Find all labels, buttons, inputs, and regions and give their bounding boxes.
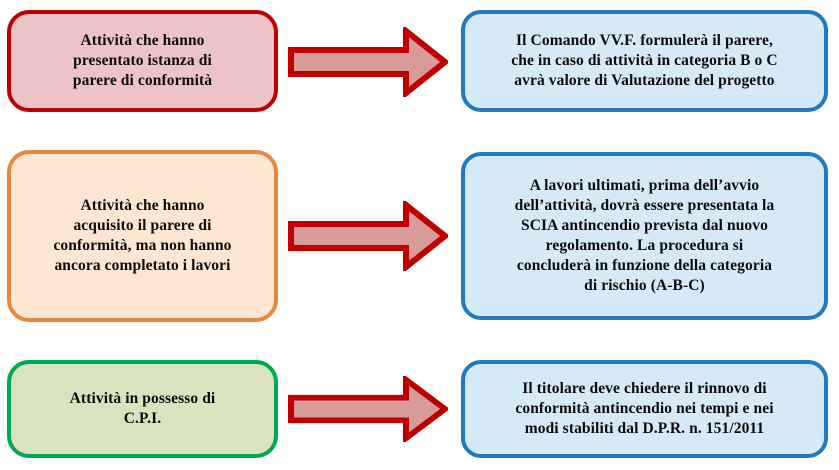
text-line: parere di conformità bbox=[72, 72, 213, 90]
target-box-parere-comando-vvf: Il Comando VV.F. formulerà il parere, ch… bbox=[461, 10, 828, 112]
text-line: acquisito il parere di bbox=[73, 216, 212, 234]
right-arrow-shape bbox=[288, 201, 448, 271]
text-line: regolamento. La procedura si bbox=[545, 237, 744, 254]
text-line: avrà valore di Valutazione del progetto bbox=[514, 72, 775, 90]
target-box-scia-antincendio: A lavori ultimati, prima dell’avvio dell… bbox=[461, 152, 828, 320]
target-box-rinnovo-conformita: Il titolare deve chiedere il rinnovo di … bbox=[461, 360, 828, 458]
text-line: modi stabiliti dal D.P.R. n. 151/2011 bbox=[524, 420, 765, 438]
flow-row-3: Attività in possesso di C.P.I. Il titola… bbox=[0, 360, 839, 458]
text-line: SCIA antincendio prevista dal nuovo bbox=[521, 216, 768, 234]
source-box-istanza-parere-conformita: Attività che hanno presentato istanza di… bbox=[7, 10, 278, 112]
text-line: concluderà in funzione della categoria bbox=[516, 257, 773, 275]
text-line: dell’attività, dovrà essere presentata l… bbox=[514, 196, 775, 214]
text-line: conformità, ma non hanno bbox=[53, 237, 232, 254]
right-arrow-icon-row-2 bbox=[288, 201, 448, 271]
text-line: che in caso di attività in categoria B o… bbox=[511, 51, 778, 69]
flow-row-2: Attività che hanno acquisito il parere d… bbox=[0, 150, 839, 322]
target-box-text: Il Comando VV.F. formulerà il parere, ch… bbox=[511, 31, 777, 91]
target-box-text: A lavori ultimati, prima dell’avvio dell… bbox=[515, 176, 775, 297]
source-box-possesso-cpi: Attività in possesso di C.P.I. bbox=[7, 360, 278, 458]
text-line: Attività in possesso di bbox=[69, 389, 216, 407]
target-box-text: Il titolare deve chiedere il rinnovo di … bbox=[515, 379, 773, 439]
right-arrow-icon-row-1 bbox=[288, 27, 448, 97]
text-line: A lavori ultimati, prima dell’avvio bbox=[529, 176, 760, 194]
right-arrow-shape bbox=[288, 27, 448, 97]
source-box-text: Attività in possesso di C.P.I. bbox=[70, 389, 216, 429]
text-line: Il titolare deve chiedere il rinnovo di bbox=[522, 379, 767, 397]
text-line: ancora completato i lavori bbox=[54, 257, 231, 275]
flow-row-1: Attività che hanno presentato istanza di… bbox=[0, 10, 839, 112]
source-box-text: Attività che hanno acquisito il parere d… bbox=[53, 196, 231, 277]
right-arrow-icon-row-3 bbox=[288, 376, 448, 442]
text-line: di rischio (A-B-C) bbox=[584, 277, 705, 295]
text-line: Il Comando VV.F. formulerà il parere, bbox=[516, 31, 773, 49]
right-arrow-shape bbox=[288, 376, 448, 442]
text-line: Attività che hanno bbox=[80, 196, 205, 214]
source-box-parere-acquisito-lavori-incompleti: Attività che hanno acquisito il parere d… bbox=[7, 150, 278, 322]
text-line: presentato istanza di bbox=[73, 51, 212, 69]
text-line: conformità antincendio nei tempi e nei bbox=[515, 399, 774, 417]
text-line: C.P.I. bbox=[123, 410, 162, 427]
text-line: Attività che hanno bbox=[80, 31, 205, 49]
source-box-text: Attività che hanno presentato istanza di… bbox=[73, 31, 212, 91]
